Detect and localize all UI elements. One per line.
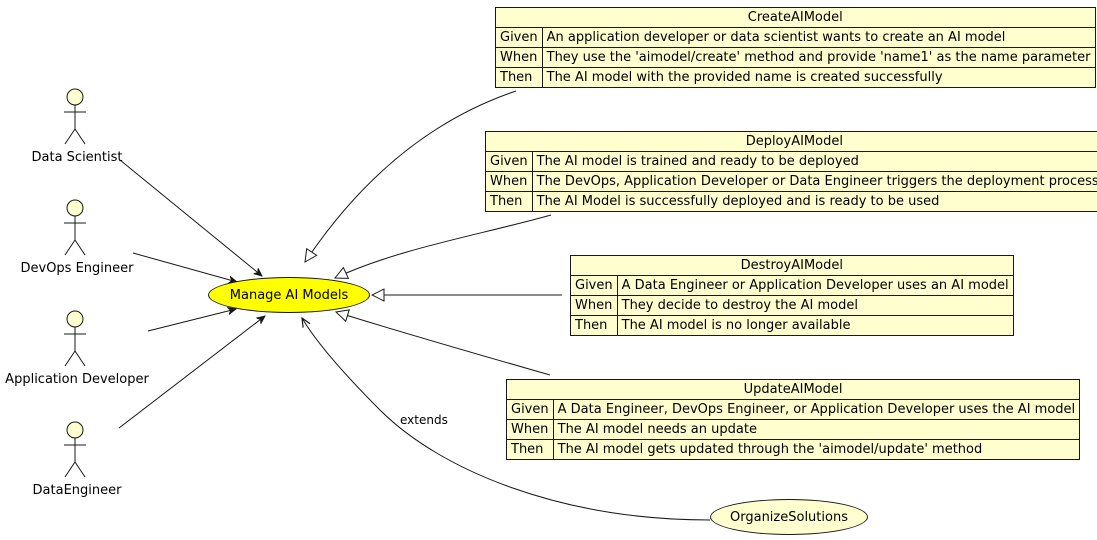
actor-label-data-scientist: Data Scientist <box>31 150 123 165</box>
edge-deploy-note <box>335 214 552 278</box>
usecase-manage-ai-models[interactable]: Manage AI Models <box>208 277 370 313</box>
edge-create-note <box>305 90 517 262</box>
actor-label-data-engineer: DataEngineer <box>32 483 122 498</box>
note-title: DeployAIModel <box>485 131 1097 152</box>
edge-data-engineer <box>118 316 265 429</box>
note-title: CreateAIModel <box>495 7 1096 28</box>
actor-icon-data-scientist <box>64 88 86 145</box>
actor-icon-application-developer <box>64 310 86 367</box>
actor-icon-data-engineer <box>64 421 86 478</box>
actor-label-application-developer: Application Developer <box>5 372 149 387</box>
actor-icon-devops-engineer <box>64 199 86 256</box>
edge-extends <box>302 318 711 521</box>
edge-devops-engineer <box>132 252 237 282</box>
note-title: DestroyAIModel <box>570 255 1014 276</box>
actor-label-devops-engineer: DevOps Engineer <box>20 261 134 276</box>
edge-data-scientist <box>119 159 262 276</box>
extends-label: extends <box>400 413 448 427</box>
edge-update-note <box>336 312 551 376</box>
note-title: UpdateAIModel <box>505 379 1081 400</box>
edge-application-developer <box>147 309 236 332</box>
usecase-organize-solutions[interactable]: OrganizeSolutions <box>710 499 868 535</box>
